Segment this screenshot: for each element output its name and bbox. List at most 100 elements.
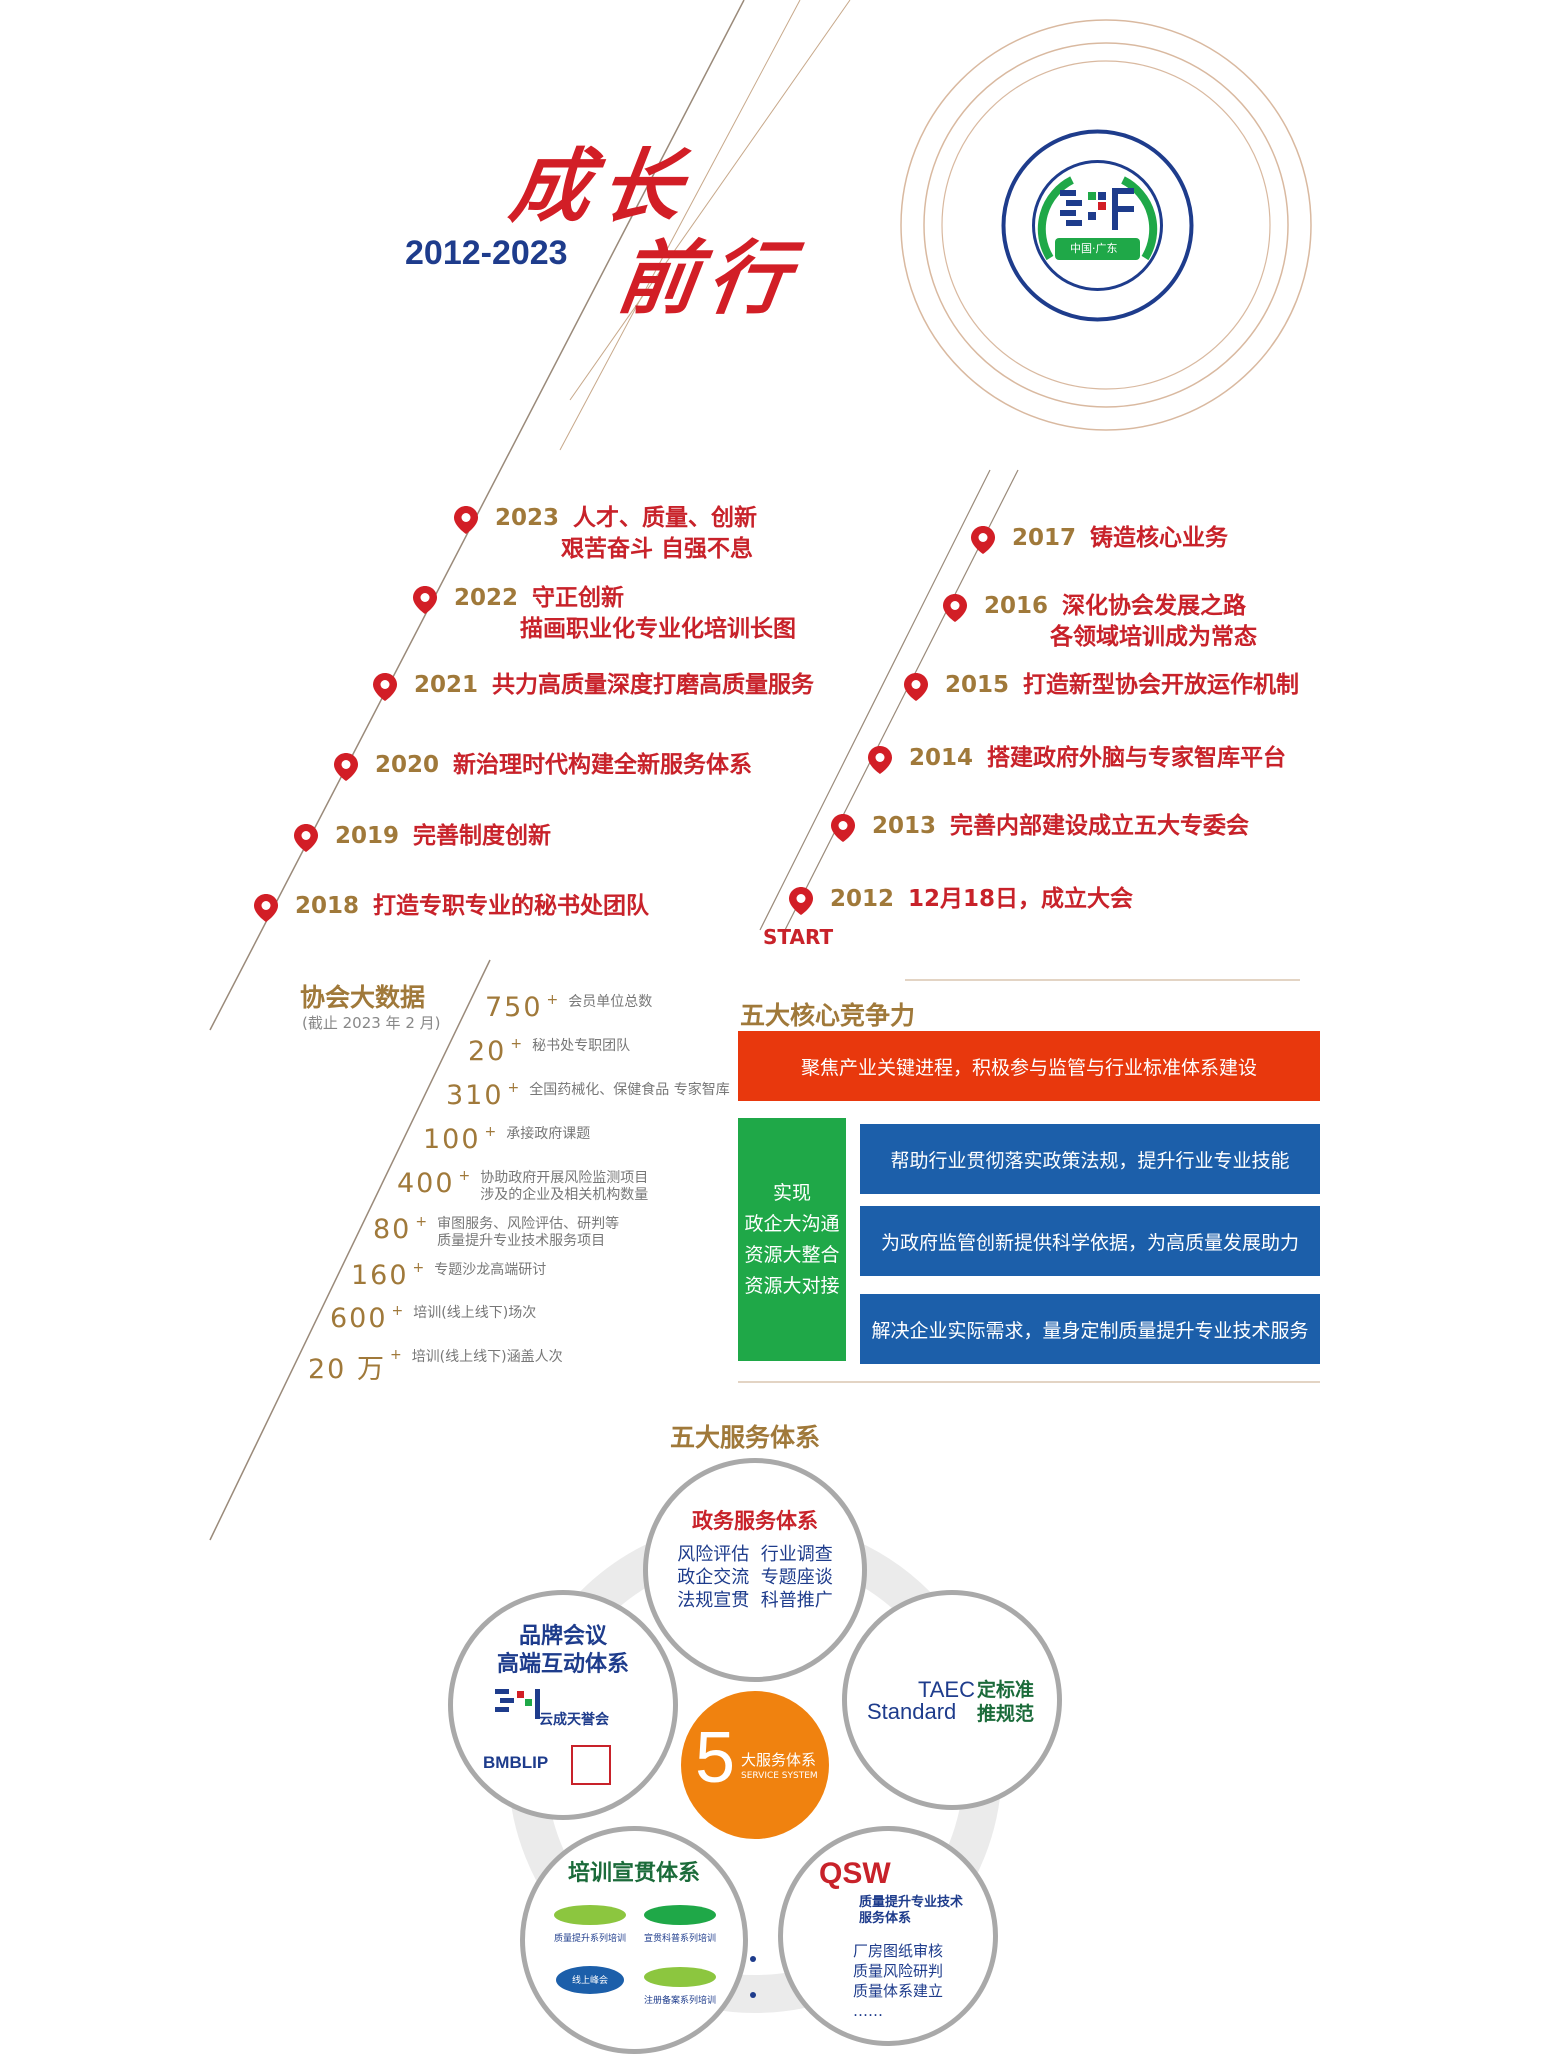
training-badge-1-label: 质量提升系列培训 (553, 1934, 626, 1944)
stat-desc-line: 会员单位总数 (568, 994, 653, 1010)
timeline-year: 2014 (909, 745, 974, 771)
timeline-year: 2020 (375, 752, 440, 778)
brand-logo2-text: BMBLIP (483, 1753, 549, 1772)
stat-item: 160+专题沙龙高端研讨 (351, 1260, 546, 1291)
timeline-text-line2: 各领域培训成为常态 (1050, 624, 1257, 650)
timeline-text: 守正创新 (532, 585, 625, 611)
timeline-text: 深化协会发展之路 (1062, 593, 1247, 619)
stat-number: 20 万 (308, 1354, 386, 1385)
location-pin-icon (830, 813, 856, 842)
brand-title2: 高端互动体系 (496, 1652, 629, 1677)
service-center-badge: 5 大服务体系 SERVICE SYSTEM (681, 1691, 829, 1839)
timeline-text: 12月18日，成立大会 (908, 886, 1134, 912)
core-title: 五大核心竞争力 (740, 1001, 916, 1030)
qsw-item: 质量风险研判 (853, 1962, 944, 1980)
timeline-entry: 2012 12月18日，成立大会 (830, 884, 1133, 915)
association-logo: 中国·广东 (1000, 128, 1195, 323)
location-pin-icon (942, 593, 968, 622)
stat-plus: + (389, 1347, 402, 1363)
core-blue-bar: 解决企业实际需求，量身定制质量提升专业技术服务 (860, 1294, 1320, 1364)
qsw-list: 厂房图纸审核 质量风险研判 质量体系建立 …… (853, 1941, 943, 2021)
timeline-text: 人才、质量、创新 (573, 505, 758, 531)
stat-desc-line: 培训(线上线下)涵盖人次 (411, 1349, 563, 1365)
stat-desc: 全国药械化、保健食品 专家智库 (529, 1082, 729, 1099)
center-number: 5 (695, 1718, 736, 1798)
timeline-text-line2: 描画职业化专业化培训长图 (520, 616, 796, 642)
qsw-item: …… (853, 2002, 883, 2020)
standard-cn2: 推规范 (977, 1703, 1035, 1725)
training-badge-1: 质量提升系列培训 (550, 1903, 630, 1944)
stat-number: 80 (373, 1214, 412, 1245)
location-pin-icon (293, 823, 319, 852)
decor-dot (750, 1956, 756, 1962)
stat-desc: 培训(线上线下)场次 (413, 1305, 536, 1322)
timeline-text: 完善制度创新 (413, 823, 552, 849)
training-badge-3: 线上峰会 (550, 1965, 630, 2005)
qsw-title2: 服务体系 (859, 1911, 912, 1926)
stat-desc-line: 审图服务、风险评估、研判等 (437, 1216, 620, 1232)
stat-item: 600+ 培训(线上线下)场次 (330, 1303, 536, 1334)
logo-center-text: 中国·广东 (1070, 242, 1118, 255)
stat-desc: 承接政府课题 (506, 1126, 590, 1143)
timeline-text: 打造专职专业的秘书处团队 (373, 893, 650, 919)
training-badge-2: 宣贯科普系列培训 (640, 1903, 720, 1944)
stat-item: 310+全国药械化、保健食品 专家智库 (446, 1080, 730, 1111)
timeline-year: 2012 (830, 886, 895, 912)
training-badge-3-label: 线上峰会 (572, 1976, 609, 1986)
green-line: 资源大对接 (744, 1274, 840, 1297)
core-green-box: 实现 政企大沟通 资源大整合 资源大对接 (738, 1118, 846, 1361)
training-badge-4-label: 注册备案系列培训 (643, 1996, 716, 2006)
service-standard-circle: TAEC Standard 定标准 推规范 (842, 1590, 1062, 1810)
stat-number: 100 (423, 1124, 481, 1155)
stat-desc-line: 协助政府开展风险监测项目 (480, 1170, 649, 1186)
center-cn: 大服务体系 (741, 1751, 817, 1769)
stat-item: 100+ 承接政府课题 (423, 1124, 590, 1155)
brand-logo-mark (495, 1685, 545, 1725)
title-line1: 成长 (504, 139, 699, 233)
location-pin-icon (412, 585, 438, 614)
training-title: 培训宣贯体系 (567, 1861, 700, 1886)
service-brand-circle: 品牌会议 高端互动体系 云成天誉会 BMBLIP (448, 1590, 678, 1820)
green-line: 资源大整合 (744, 1243, 840, 1266)
start-label: START (763, 925, 834, 949)
gov-row: 法规宣贯 科普推广 (677, 1590, 833, 1611)
timeline-year: 2017 (1012, 525, 1077, 551)
stat-plus: + (391, 1303, 404, 1319)
stat-desc-line: 全国药械化、保健食品 专家智库 (529, 1082, 730, 1098)
page-title: 成长 前行 (492, 139, 818, 325)
standard-cn1: 定标准 (977, 1679, 1035, 1701)
timeline-text: 打造新型协会开放运作机制 (1023, 672, 1300, 698)
brand-seal-icon (571, 1745, 611, 1785)
stat-number: 750 (485, 992, 543, 1023)
timeline-year: 2018 (295, 893, 360, 919)
training-badge-2-label: 宣贯科普系列培训 (643, 1934, 716, 1944)
training-badge-4: 注册备案系列培训 (640, 1965, 720, 2006)
green-line: 政企大沟通 (744, 1212, 840, 1235)
stat-number: 600 (330, 1303, 388, 1334)
stat-desc: 协助政府开展风险监测项目涉及的企业及相关机构数量 (480, 1170, 648, 1204)
timeline-year: 2016 (984, 593, 1049, 619)
timeline-text: 完善内部建设成立五大专委会 (950, 813, 1250, 839)
stat-item: 80+ 审图服务、风险评估、研判等质量提升专业技术服务项目 (373, 1214, 619, 1250)
stat-desc-line: 涉及的企业及相关机构数量 (480, 1187, 649, 1203)
services-title: 五大服务体系 (670, 1423, 821, 1452)
stat-item: 20 万+ 培训(线上线下)涵盖人次 (308, 1347, 563, 1386)
location-pin-icon (453, 505, 479, 534)
stat-plus: + (415, 1214, 428, 1230)
stat-desc: 秘书处专职团队 (532, 1038, 630, 1055)
timeline-year: 2013 (872, 813, 937, 839)
stat-plus: + (458, 1168, 471, 1184)
stat-desc: 审图服务、风险评估、研判等质量提升专业技术服务项目 (437, 1216, 619, 1250)
stat-item: 20+秘书处专职团队 (468, 1036, 630, 1067)
stat-plus: + (546, 992, 559, 1008)
stat-plus: + (510, 1036, 523, 1052)
stat-plus: + (484, 1124, 497, 1140)
year-range: 2012-2023 (405, 234, 568, 272)
location-pin-icon (970, 525, 996, 554)
